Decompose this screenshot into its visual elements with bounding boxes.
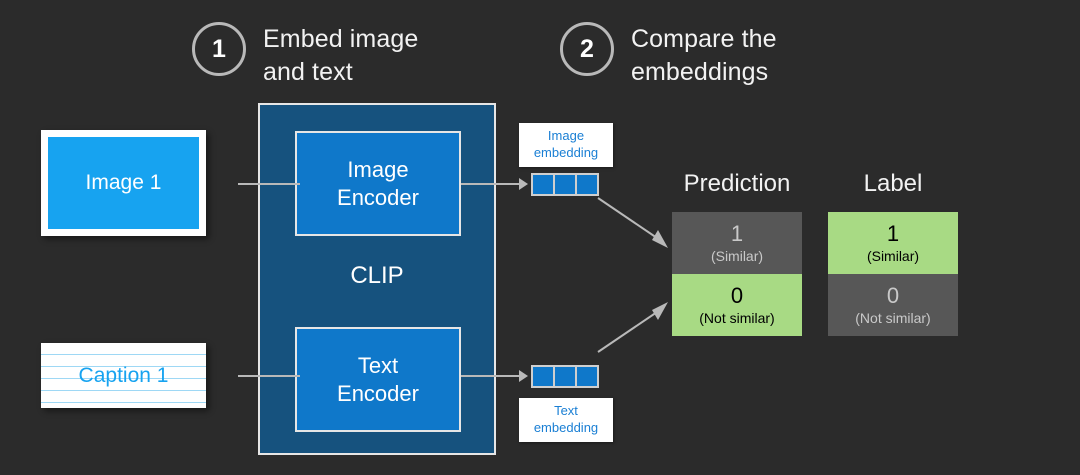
prediction-not-similar-description: (Not similar) (699, 309, 775, 326)
vector-cell (555, 175, 575, 194)
vector-cell (533, 367, 553, 386)
connector-text-encoder-to-embedding (461, 375, 521, 377)
image-embedding-label: Image embedding (519, 123, 613, 167)
ruled-paper-lines (41, 343, 206, 408)
vector-cell (577, 367, 597, 386)
vector-cell (533, 175, 553, 194)
label-cell-similar: 1 (Similar) (828, 212, 958, 274)
arrow-head-text-embedding (519, 370, 528, 382)
label-not-similar-value: 0 (886, 282, 900, 308)
text-embedding-vector (531, 365, 599, 388)
vector-cell (577, 175, 597, 194)
prediction-column: 1 (Similar) 0 (Not similar) (672, 212, 802, 336)
label-column: 1 (Similar) 0 (Not similar) (828, 212, 958, 336)
arrow-image-embedding-to-prediction (597, 197, 668, 248)
label-cell-not-similar: 0 (Not similar) (828, 274, 958, 336)
connector-image-encoder-to-embedding (461, 183, 521, 185)
prediction-similar-description: (Similar) (710, 247, 764, 264)
image-input-label: Image 1 (48, 137, 199, 229)
text-embedding-label: Text embedding (519, 398, 613, 442)
step-1-badge: 1 (192, 22, 246, 76)
step-2-label: Compare the embeddings (631, 25, 777, 86)
connector-caption-to-encoder (238, 375, 300, 377)
connector-image-to-encoder (238, 183, 300, 185)
label-similar-description: (Similar) (866, 247, 920, 264)
caption-input-label: Caption 1 (78, 363, 169, 387)
caption-input-card: Caption 1 (41, 343, 206, 408)
clip-model-label: CLIP (350, 262, 404, 289)
arrow-head-image-embedding (519, 178, 528, 190)
image-encoder-box: Image Encoder (295, 131, 461, 236)
step-2-badge: 2 (560, 22, 614, 76)
prediction-cell-similar: 1 (Similar) (672, 212, 802, 274)
label-column-title: Label (863, 170, 923, 197)
prediction-cell-not-similar: 0 (Not similar) (672, 274, 802, 336)
vector-cell (555, 367, 575, 386)
prediction-similar-value: 1 (730, 220, 744, 246)
label-similar-value: 1 (886, 220, 900, 246)
step-2-number: 2 (580, 34, 594, 63)
arrow-text-embedding-to-prediction (597, 302, 668, 353)
image-embedding-vector (531, 173, 599, 196)
step-1-label: Embed image and text (263, 25, 419, 86)
prediction-column-title: Prediction (683, 170, 791, 197)
image-input-card: Image 1 (41, 130, 206, 236)
step-1-number: 1 (212, 34, 226, 63)
text-encoder-box: Text Encoder (295, 327, 461, 432)
label-not-similar-description: (Not similar) (855, 309, 931, 326)
prediction-not-similar-value: 0 (730, 282, 744, 308)
